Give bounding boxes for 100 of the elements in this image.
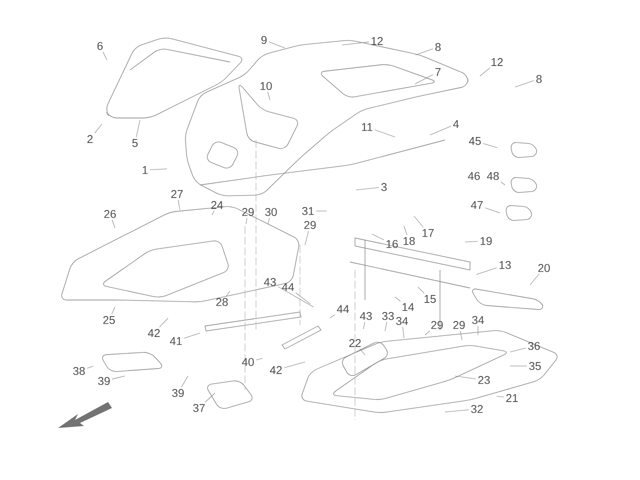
callout-number: 44 (336, 305, 349, 313)
callout-number: 45 (468, 137, 481, 145)
leader-line (530, 274, 540, 286)
callout-number: 42 (270, 366, 282, 374)
leader-line (514, 80, 534, 88)
leader-line (267, 92, 270, 100)
callout-number: 18 (404, 237, 415, 245)
leader-line (246, 218, 248, 224)
callout-number: 6 (97, 42, 103, 50)
leader-line (342, 42, 370, 46)
callout-number: 3 (381, 183, 387, 191)
leader-line (112, 220, 116, 228)
callout-number: 28 (216, 298, 228, 306)
leader-line (159, 318, 168, 328)
callout-number: 16 (386, 240, 398, 248)
leader-line (404, 226, 408, 236)
callout-number: 24 (211, 201, 223, 209)
leader-line (226, 290, 230, 296)
callout-number: 21 (506, 394, 518, 402)
callout-number: 29 (431, 321, 443, 330)
callout-number: 29 (304, 221, 316, 230)
leader-line (484, 208, 500, 214)
leader-line (212, 210, 214, 216)
callout-number: 34 (396, 317, 408, 326)
callout-number: 5 (132, 139, 138, 147)
leader-line (414, 74, 434, 84)
leader-line (418, 286, 424, 294)
leader-line (402, 326, 404, 338)
leader-line (295, 292, 310, 304)
callout-number: 11 (362, 123, 372, 131)
callout-number: 14 (402, 303, 414, 311)
callout-number: 17 (422, 229, 434, 237)
leader-line (414, 216, 424, 228)
leader-line (384, 322, 388, 332)
callout-number: 8 (435, 43, 441, 52)
leader-line (480, 68, 490, 76)
leader-line (284, 362, 306, 368)
callout-number: 43 (264, 278, 276, 286)
callout-number: 12 (492, 58, 503, 66)
callout-number: 46 (468, 172, 480, 180)
leader-line (205, 392, 216, 402)
leader-line (424, 330, 430, 336)
callout-number: 13 (500, 261, 511, 269)
callout-number: 44 (282, 283, 294, 291)
callout-number: 20 (538, 264, 550, 272)
callout-number: 29 (453, 321, 465, 330)
leader-line (150, 168, 168, 170)
leader-line (500, 182, 506, 186)
callout-number: 27 (171, 190, 183, 198)
callout-number: 39 (172, 389, 184, 398)
callout-number: 1 (142, 166, 148, 174)
callout-number: 8 (536, 75, 542, 84)
leader-line (415, 48, 434, 56)
callout-number: 42 (148, 329, 160, 337)
callout-number: 41 (170, 337, 182, 345)
callout-number: 33 (382, 312, 394, 320)
leader-line (394, 296, 401, 302)
leader-line (464, 241, 478, 242)
callout-number: 25 (103, 316, 115, 324)
callout-number: 15 (424, 295, 436, 303)
leader-line (94, 124, 102, 134)
callout-number: 7 (435, 68, 441, 76)
leader-line (256, 358, 263, 360)
leader-line (454, 376, 476, 380)
leader-line (444, 410, 470, 412)
leader-line (482, 143, 498, 148)
leader-line (178, 200, 180, 210)
leader-line (184, 332, 200, 339)
leader-line (363, 322, 366, 330)
leader-line (268, 218, 270, 224)
callout-number: 32 (471, 405, 483, 413)
leader-line (304, 230, 309, 246)
leader-line (102, 52, 108, 60)
callout-number: 4 (453, 120, 459, 128)
leader-line (111, 306, 116, 314)
leader-line (86, 366, 94, 368)
leader-line (181, 376, 188, 388)
leader-line (278, 286, 314, 308)
leader-line (316, 210, 327, 212)
leader-line (268, 42, 286, 48)
callout-number: 10 (260, 82, 272, 90)
callout-number: 2 (87, 135, 93, 143)
callout-number: 38 (73, 367, 85, 375)
callout-number: 9 (261, 36, 267, 44)
callout-number: 12 (372, 37, 383, 45)
leader-line (476, 267, 498, 275)
leader-line (430, 126, 452, 136)
leader-line (374, 130, 396, 138)
callout-number: 37 (193, 404, 205, 412)
callout-number: 39 (98, 377, 110, 385)
leader-line (112, 376, 126, 380)
callout-number: 40 (242, 358, 254, 366)
callout-number: 29 (242, 208, 254, 216)
leader-line (510, 348, 526, 352)
callout-number: 47 (470, 201, 483, 209)
callout-number: 19 (480, 237, 492, 245)
callout-number: 31 (302, 207, 314, 215)
leader-line (356, 187, 380, 190)
leader-line (496, 396, 504, 398)
leader-line (360, 348, 366, 356)
